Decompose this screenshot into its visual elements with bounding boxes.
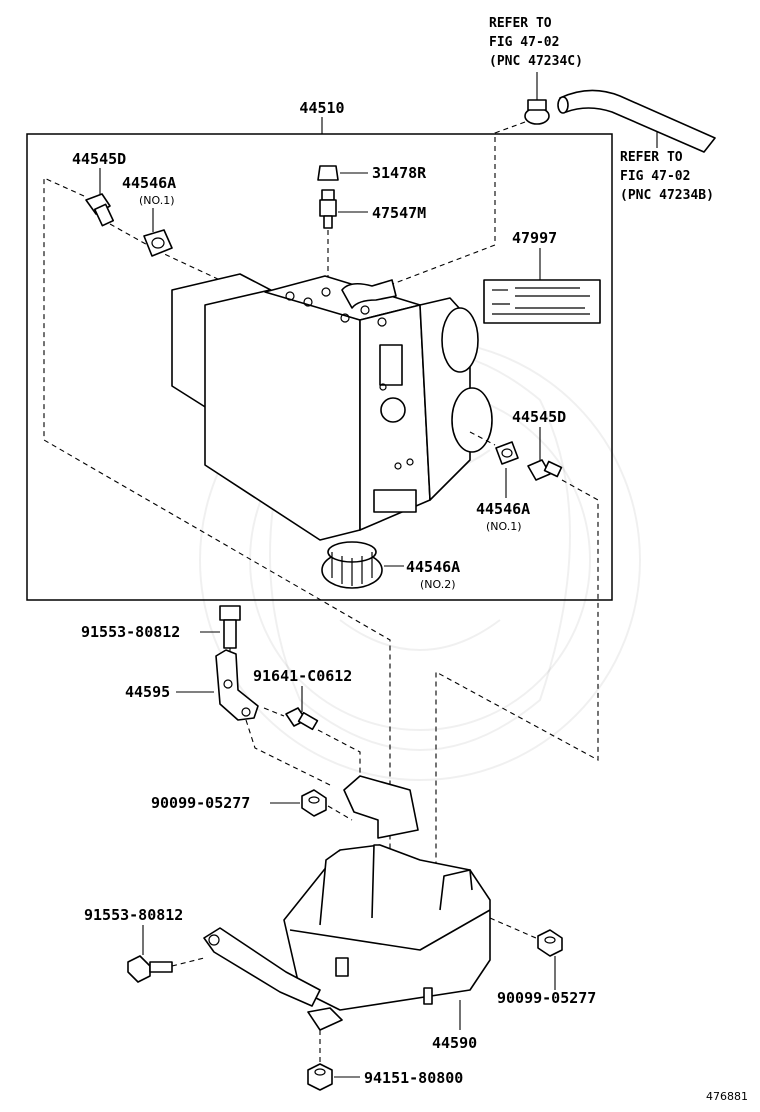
svg-text:(PNC 47234B): (PNC 47234B) (620, 188, 714, 203)
cap-44546a-bottom-drawing (321, 541, 383, 589)
cap-44546a-right-label: 44546A (476, 500, 530, 518)
cap-44546a-top-label: 44546A (122, 174, 176, 192)
bracket-44590-drawing (203, 775, 491, 1031)
label-47997-text: 47997 (512, 229, 557, 247)
bracket-44595-label: 44595 (125, 683, 170, 701)
reference-note-pnc-47234c: REFER TO FIG 47-02 (PNC 47234C) (489, 16, 583, 69)
cap-44546a-bottom-note: (NO.2) (420, 578, 456, 591)
abs-actuator-drawing (171, 273, 493, 541)
svg-text:FIG 47-02: FIG 47-02 (489, 35, 559, 50)
bracket-44595-drawing (215, 649, 259, 721)
hose-clamp-drawing (524, 99, 550, 125)
hose-drawing (557, 89, 716, 153)
nut-90099-left-label: 90099-05277 (151, 794, 250, 812)
valve-47547m-drawing (319, 189, 337, 229)
svg-text:REFER TO: REFER TO (489, 16, 552, 31)
svg-text:FIG 47-02: FIG 47-02 (620, 169, 690, 184)
assembly-frame (26, 133, 613, 601)
svg-text:(PNC 47234C): (PNC 47234C) (489, 54, 583, 69)
plug-31478r-drawing (317, 165, 339, 181)
bolt-44545d-top-drawing (85, 193, 115, 227)
cap-44546a-bottom-label: 44546A (406, 558, 460, 576)
bolt-91553-top-drawing (219, 605, 241, 649)
bolt-44545d-top-label: 44545D (72, 150, 126, 168)
cap-44546a-top-note: (NO.1) (139, 194, 175, 207)
cap-44546a-right-drawing (495, 441, 519, 465)
cap-44546a-top-drawing (143, 229, 173, 257)
nut-94151-drawing (307, 1063, 333, 1091)
bolt-44545d-right-label: 44545D (512, 408, 566, 426)
valve-47547m-label: 47547M (372, 204, 426, 222)
bolt-91553-bottom-label: 91553-80812 (84, 906, 183, 924)
bolt-91553-top-label: 91553-80812 (81, 623, 180, 641)
nut-90099-right-drawing (537, 929, 563, 957)
bolt-91641-label: 91641-C0612 (253, 667, 352, 685)
plug-31478r-label: 31478R (372, 164, 427, 182)
nut-90099-right-label: 90099-05277 (497, 989, 596, 1007)
reference-note-pnc-47234b: REFER TO FIG 47-02 (PNC 47234B) (620, 150, 714, 203)
nut-94151-label: 94151-80800 (364, 1069, 463, 1087)
svg-text:REFER TO: REFER TO (620, 150, 683, 165)
nut-90099-left-drawing (301, 789, 327, 817)
bolt-44545d-right-drawing (527, 459, 563, 481)
assembly-label: 44510 (299, 99, 344, 117)
cap-44546a-right-note: (NO.1) (486, 520, 522, 533)
bolt-91641-drawing (285, 707, 319, 731)
label-47997-drawing (483, 279, 601, 324)
bracket-44590-label: 44590 (432, 1034, 477, 1052)
figure-number: 476881 (706, 1090, 748, 1103)
bolt-91553-bottom-drawing (127, 955, 173, 983)
